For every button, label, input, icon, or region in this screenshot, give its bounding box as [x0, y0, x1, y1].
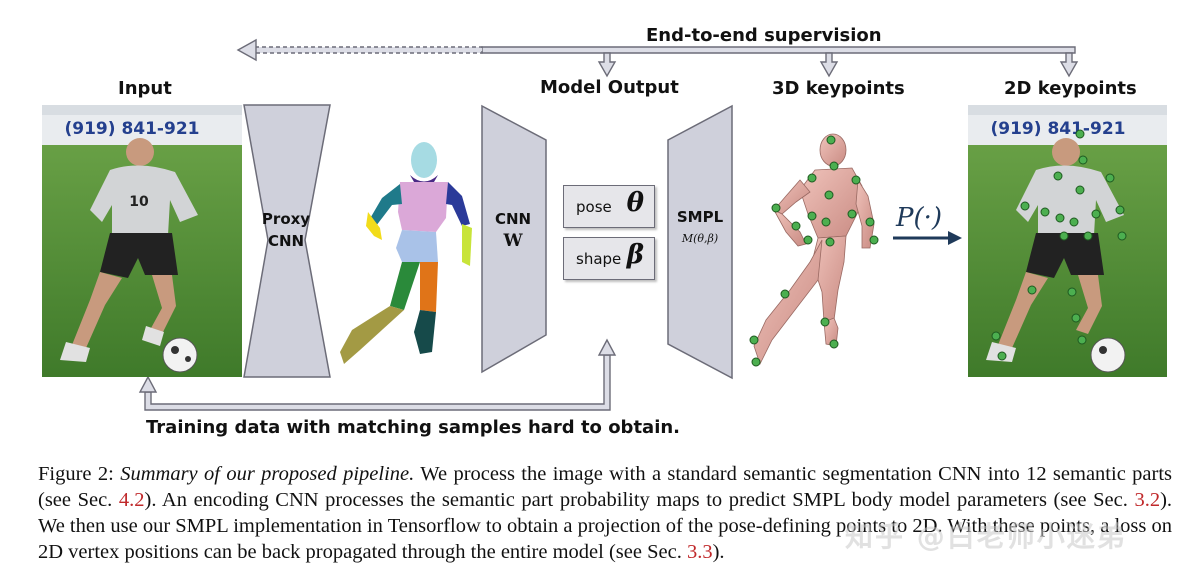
output-photo: (919) 841-921 — [968, 105, 1167, 377]
shape-box: shape β — [563, 237, 655, 280]
shape-symbol: β — [626, 240, 644, 270]
projection-arrow: P(·) — [893, 203, 962, 245]
cnn-w-label: CNN W — [488, 208, 538, 252]
keypoints-2d-label: 2D keypoints — [1004, 78, 1137, 99]
shape-label: shape — [576, 249, 622, 268]
caption-title: Summary of our proposed pipeline. — [120, 463, 415, 485]
proxy-cnn-label: Proxy CNN — [256, 208, 316, 252]
pose-symbol: θ — [626, 188, 644, 218]
caption-part3: ). We then use our SMPL implementation i… — [38, 489, 1173, 563]
caption-ref3[interactable]: 3.3 — [686, 541, 713, 563]
cnn-w-block — [481, 104, 547, 374]
projection-label: P(·) — [895, 203, 942, 233]
caption-fig-label: Figure 2: — [38, 463, 114, 485]
training-data-arrow — [138, 338, 617, 411]
pose-label: pose — [576, 197, 612, 216]
smpl-line1: SMPL — [676, 208, 724, 226]
smpl-line2: M(θ,β) — [681, 232, 719, 245]
smpl-body-model — [753, 133, 875, 366]
banner-text: (919) 841-921 — [65, 119, 200, 139]
caption-part1: We process the image with a standard sem… — [38, 463, 1173, 511]
proxy-cnn-line2: CNN — [267, 232, 305, 250]
caption-part2: ). An encoding CNN processes the semanti… — [144, 489, 1128, 511]
caption-part4: ). — [712, 541, 725, 563]
input-photo: (919) 841-921 10 — [42, 105, 242, 377]
keypoints-3d-label: 3D keypoints — [772, 78, 905, 99]
smpl-block — [667, 104, 733, 380]
caption-ref2[interactable]: 3.2 — [1134, 489, 1161, 511]
smpl-label: SMPL M(θ,β) — [670, 206, 730, 250]
end-to-end-label: End-to-end supervision — [646, 25, 882, 46]
banner-text-2: (919) 841-921 — [991, 119, 1126, 139]
cnn-w-line2: W — [503, 231, 523, 251]
pipeline-figure: (919) 841-921 10 — [42, 38, 1167, 411]
keypoints-2d — [991, 129, 1127, 361]
training-data-label: Training data with matching samples hard… — [146, 417, 681, 438]
segmentation-figure — [340, 142, 472, 364]
input-label: Input — [118, 78, 172, 99]
watermark: 知乎 @白老师小迷弟 — [845, 520, 1127, 553]
proxy-cnn-block — [243, 104, 331, 378]
model-output-label: Model Output — [540, 77, 679, 98]
jersey-number: 10 — [129, 194, 149, 210]
pose-box: pose θ — [563, 185, 655, 228]
caption-ref1[interactable]: 4.2 — [118, 489, 145, 511]
figure-caption: Figure 2: Summary of our proposed pipeli… — [38, 461, 1172, 565]
end-to-end-arrow — [236, 38, 1079, 78]
keypoints-3d — [749, 135, 879, 367]
cnn-w-line1: CNN — [494, 210, 532, 228]
proxy-cnn-line1: Proxy — [261, 210, 311, 228]
